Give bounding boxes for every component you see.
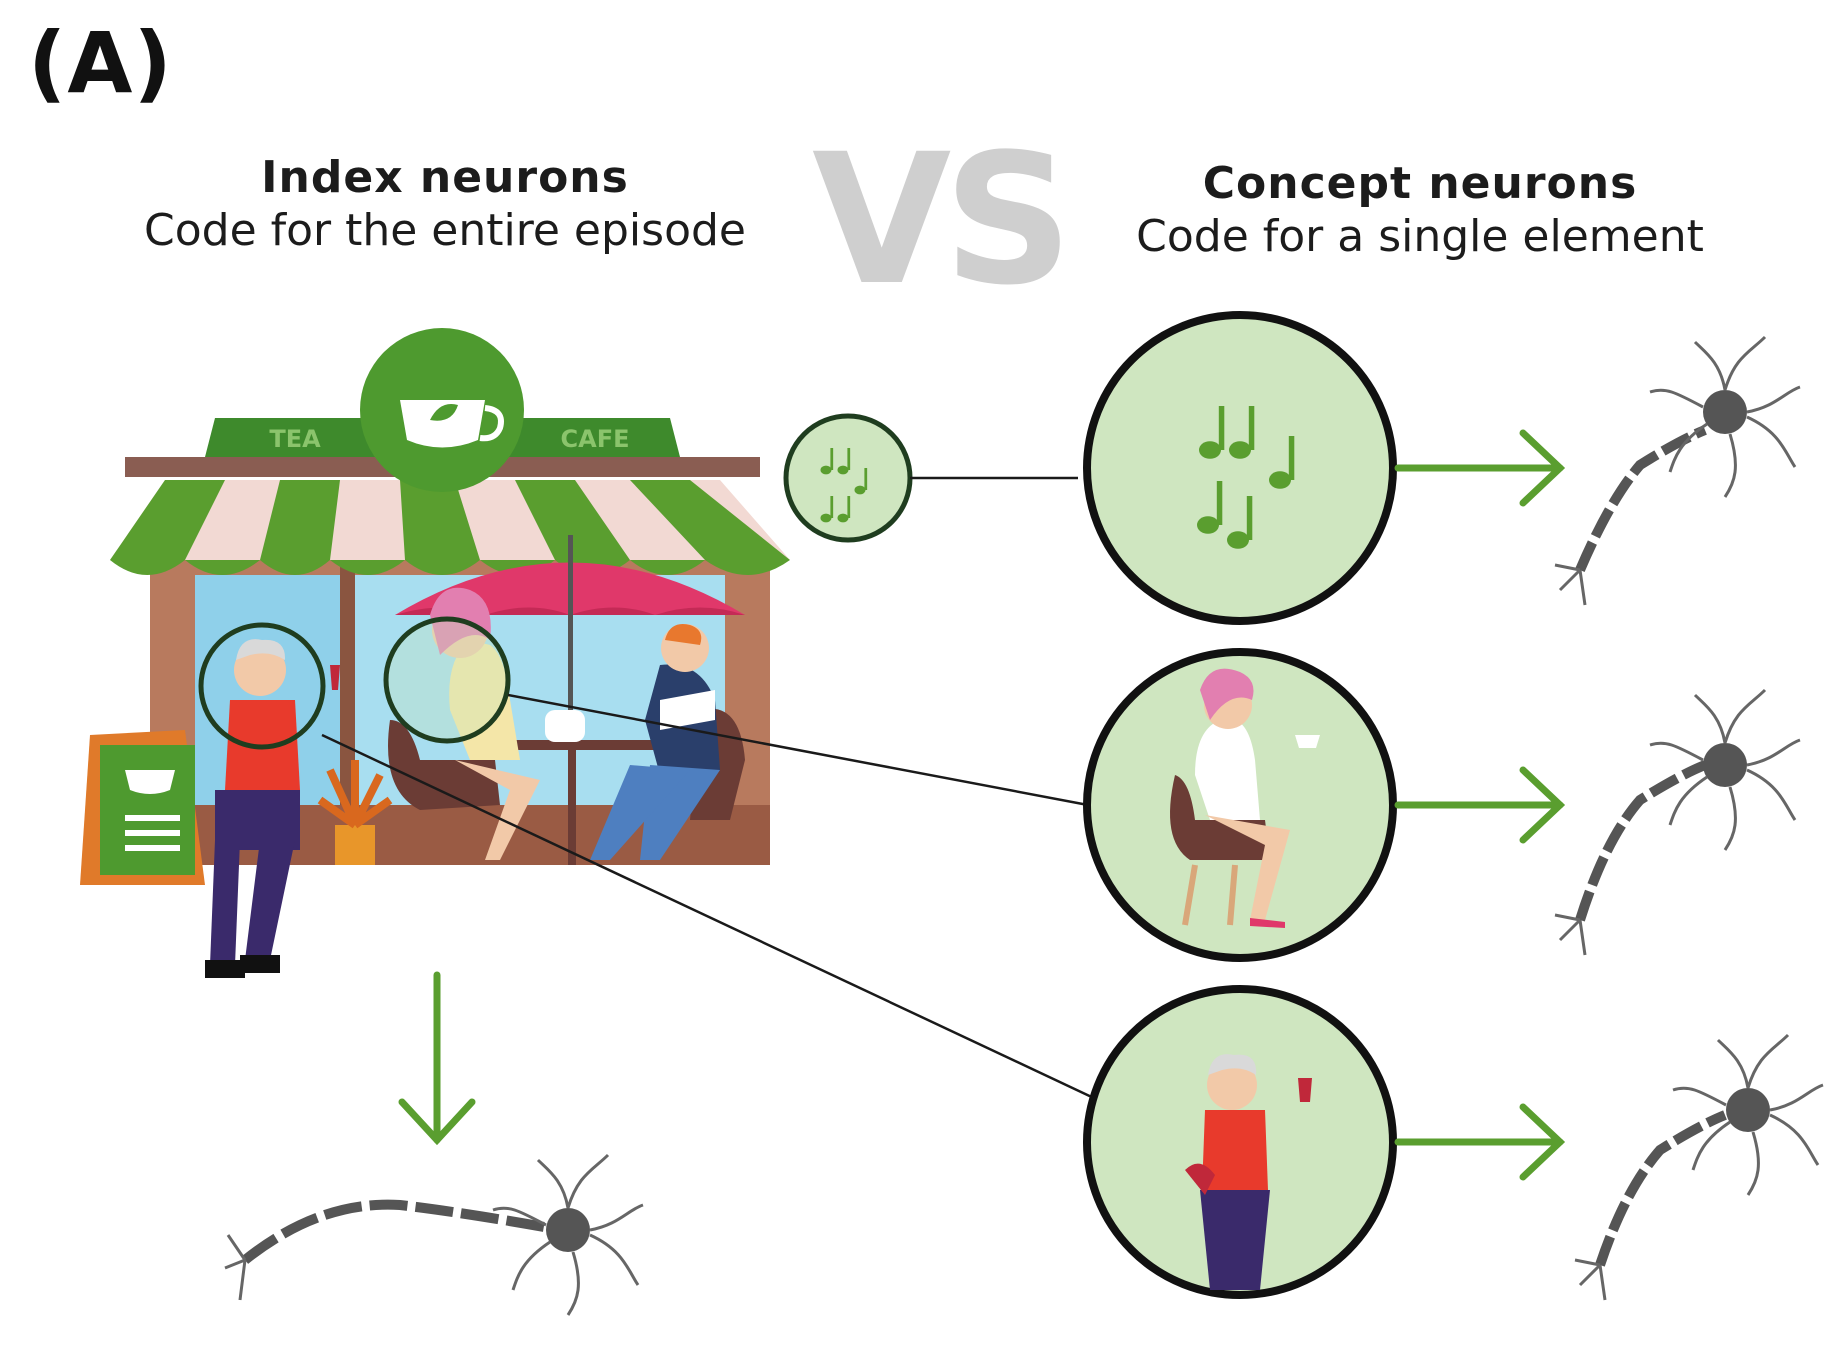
index-neuron: [224, 1153, 645, 1317]
music-notes-small-circle: [783, 413, 913, 543]
cafe-woman: [388, 587, 540, 860]
potted-plant: [317, 760, 393, 865]
concept-neurons-heading: Concept neurons Code for a single elemen…: [1100, 158, 1740, 262]
awning: [110, 480, 790, 575]
vs-text: VS: [812, 116, 1073, 325]
menu-board: [80, 730, 205, 885]
sign-tea-text: TEA: [269, 425, 321, 453]
concept-neuron-3: [1574, 1033, 1825, 1301]
cafe-table: [470, 710, 680, 865]
index-neurons-subtitle: Code for the entire episode: [144, 205, 746, 256]
index-neurons-title: Index neurons: [261, 152, 629, 203]
concept-circle-woman: [1083, 648, 1397, 962]
concept-circle-music: [1083, 311, 1397, 625]
waiter-focus-circle: [198, 622, 326, 750]
panel-label: (A): [28, 14, 173, 112]
cafe-waiter: [205, 639, 340, 978]
sign-cafe-text: CAFE: [561, 425, 630, 453]
concept-circle-waiter: [1083, 985, 1397, 1299]
concept-neurons-title: Concept neurons: [1202, 158, 1638, 209]
concept-neuron-1: [1554, 335, 1802, 606]
index-down-arrow: [398, 971, 476, 1146]
concept-arrows: [1394, 429, 1566, 1181]
connector-lines: [321, 476, 1099, 1102]
index-neurons-heading: Index neurons Code for the entire episod…: [110, 152, 780, 256]
concept-neurons-subtitle: Code for a single element: [1136, 211, 1704, 262]
cafe-man: [590, 624, 745, 860]
cafe-illustration: TEA CAFE: [80, 328, 790, 978]
woman-focus-circle: [383, 616, 511, 744]
concept-neuron-2: [1554, 688, 1802, 956]
